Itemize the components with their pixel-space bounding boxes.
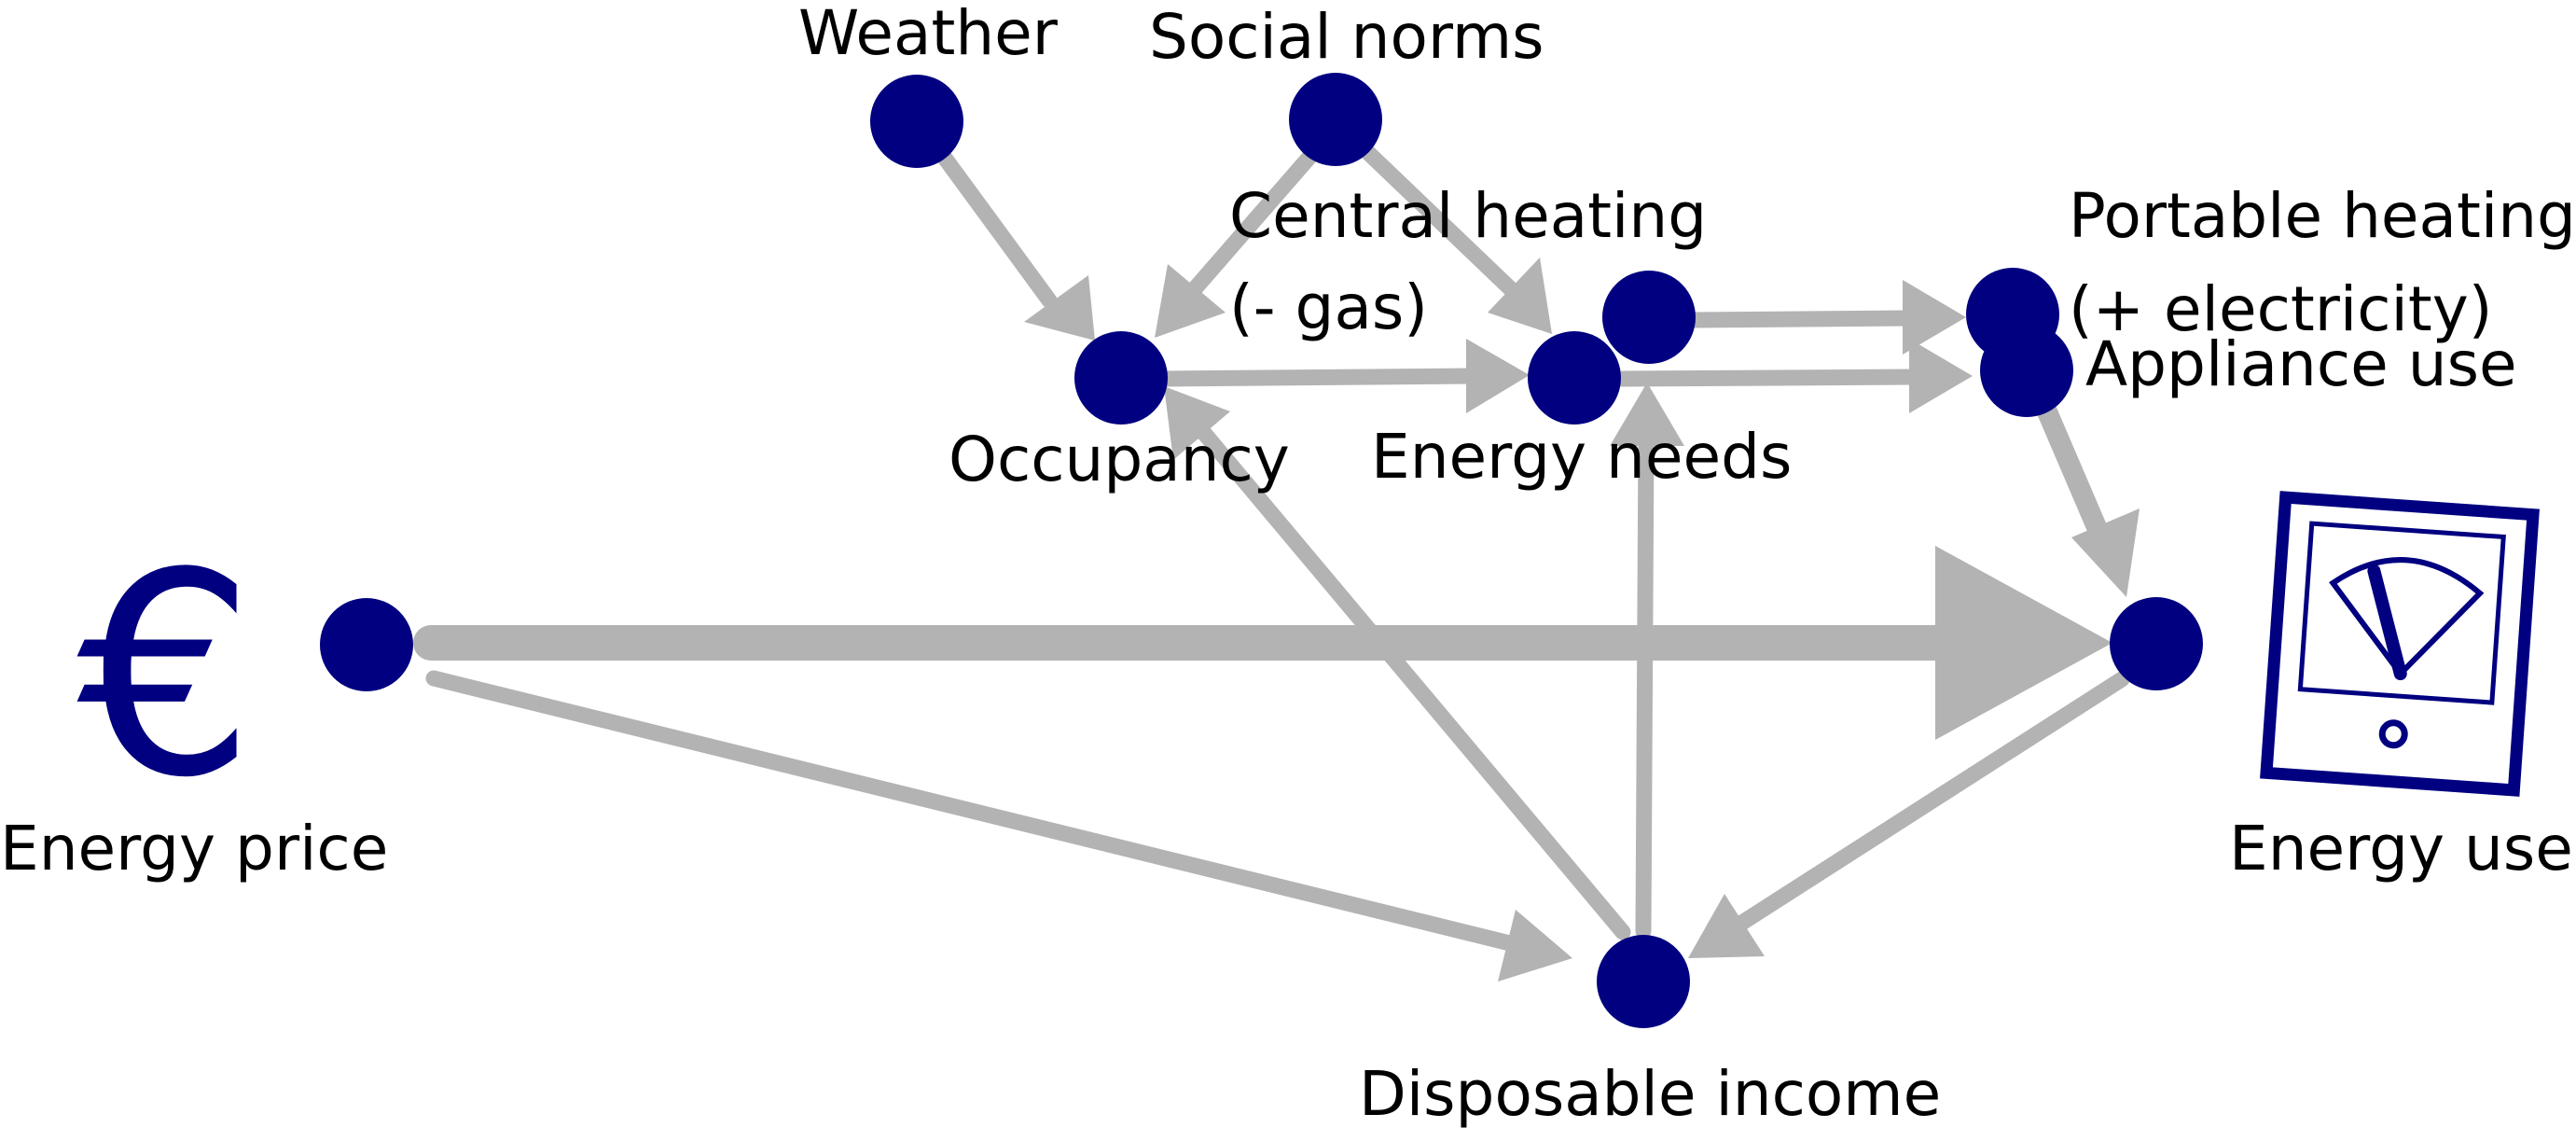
edge-applianceuse-energyuse <box>2028 380 2140 597</box>
edge-disposableincome-occupancy <box>1164 386 1631 940</box>
edge-centralheating-portableheating <box>1684 280 1966 355</box>
edge-disposableincome-energyneeds <box>1610 383 1684 940</box>
edge-occupancy-energyneeds <box>1156 339 1530 413</box>
label-energy-needs: Energy needs <box>1371 421 1792 493</box>
edge-energyprice-disposableincome <box>425 670 1572 982</box>
nodes <box>320 73 2203 1028</box>
label-appliance-use: Appliance use <box>2085 328 2517 400</box>
label-occupancy: Occupancy <box>949 424 1290 495</box>
label-energy-use: Energy use <box>2229 813 2573 884</box>
label-weather: Weather <box>798 0 1059 69</box>
label-social-norms: Social norms <box>1149 1 1544 73</box>
node-energy-needs <box>1528 331 1621 425</box>
node-weather <box>870 75 963 168</box>
label-disposable-income: Disposable income <box>1359 1058 1941 1128</box>
label-portable-heating-line2: (+ electricity) <box>2069 273 2493 345</box>
node-occupancy <box>1074 331 1168 425</box>
edge-socialnorms-energyneeds <box>1353 138 1552 334</box>
euro-sign-icon: € <box>77 513 256 839</box>
node-central-heating <box>1602 271 1696 364</box>
edge-socialnorms-occupancy <box>1155 139 1326 338</box>
label-energy-price: Energy price <box>0 813 388 884</box>
edge-weather-occupancy <box>928 138 1095 341</box>
node-energy-price <box>320 598 413 691</box>
energy-meter-icon <box>2260 491 2540 797</box>
edge-energyneeds-applianceuse <box>1614 339 1973 413</box>
node-appliance-use <box>1980 324 2073 417</box>
node-social-norms <box>1289 73 1382 166</box>
edge-energyprice-energyuse <box>413 546 2112 740</box>
label-portable-heating-line1: Portable heating <box>2069 180 2576 252</box>
node-energy-use <box>2110 597 2203 690</box>
node-disposable-income <box>1597 935 1690 1028</box>
edges <box>413 138 2140 982</box>
label-central-heating-line2: (- gas) <box>1229 272 1428 343</box>
label-central-heating-line1: Central heating <box>1229 180 1707 252</box>
edge-energyuse-disposableincome <box>1688 671 2130 958</box>
